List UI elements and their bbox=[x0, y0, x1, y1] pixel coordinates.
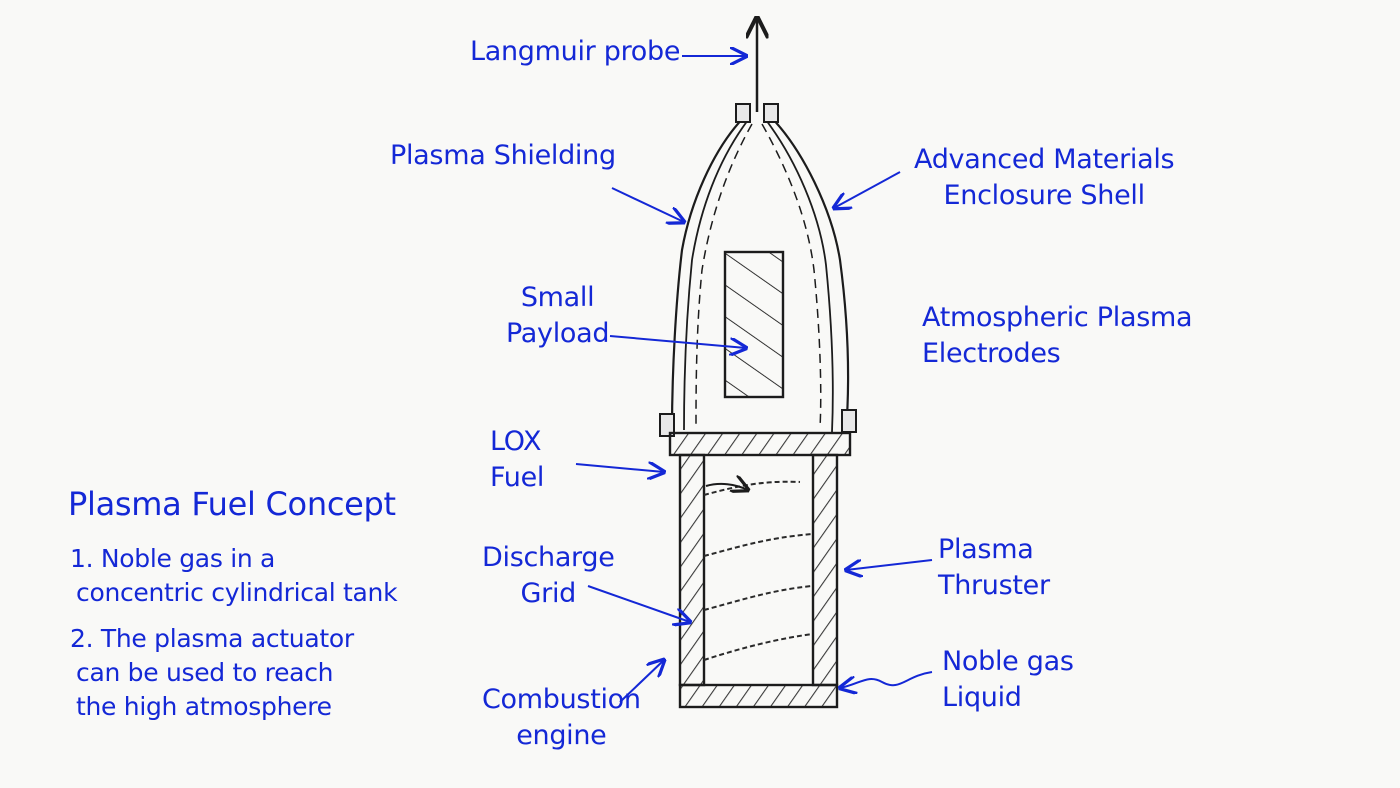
tank-wall-left bbox=[678, 453, 706, 687]
electrode-tab-top-right bbox=[763, 103, 779, 123]
label-small-payload: Small Payload bbox=[506, 282, 610, 349]
separator-band bbox=[668, 431, 852, 457]
concept-title: Plasma Fuel Concept bbox=[68, 485, 396, 523]
lox-flow-arrow bbox=[705, 484, 748, 490]
engine-base-plate bbox=[678, 683, 839, 709]
electrode-tab-bottom-left bbox=[659, 413, 675, 437]
nose-cone-inner bbox=[683, 119, 834, 433]
label-atmospheric-plasma: Atmospheric Plasma Electrodes bbox=[922, 302, 1193, 369]
concept-item-2: 2. The plasma actuator can be used to re… bbox=[70, 624, 354, 721]
arrow-lox bbox=[575, 464, 664, 472]
payload-box bbox=[723, 250, 785, 399]
label-advanced-materials: Advanced Materials Enclosure Shell bbox=[914, 144, 1175, 211]
arrow-combustion bbox=[619, 660, 664, 703]
electrode-tab-bottom-right bbox=[841, 409, 857, 433]
electrode-tab-top-left bbox=[735, 103, 751, 123]
label-lox-fuel: LOX Fuel bbox=[490, 426, 545, 493]
arrow-payload bbox=[609, 335, 746, 348]
label-noble-gas-liquid: Noble gas Liquid bbox=[942, 646, 1074, 713]
arrow-advanced-materials bbox=[834, 171, 901, 208]
label-langmuir-probe: Langmuir probe bbox=[470, 36, 681, 67]
label-combustion-engine: Combustion engine bbox=[482, 684, 641, 751]
arrow-noble-gas bbox=[840, 671, 933, 688]
arrow-plasma-shielding bbox=[611, 187, 684, 222]
plasma-shield-dashed bbox=[695, 123, 822, 429]
label-discharge-grid: Discharge Grid bbox=[482, 542, 615, 609]
label-plasma-thruster: Plasma Thruster bbox=[938, 534, 1050, 601]
discharge-grid-spiral bbox=[703, 480, 813, 661]
concept-item-1: 1. Noble gas in a concentric cylindrical… bbox=[70, 544, 398, 607]
label-plasma-shielding: Plasma Shielding bbox=[390, 140, 616, 171]
tank-wall-right bbox=[811, 453, 839, 687]
nose-cone-outer bbox=[670, 115, 850, 433]
arrow-discharge-grid bbox=[587, 585, 690, 622]
arrow-plasma-thruster bbox=[846, 559, 933, 570]
